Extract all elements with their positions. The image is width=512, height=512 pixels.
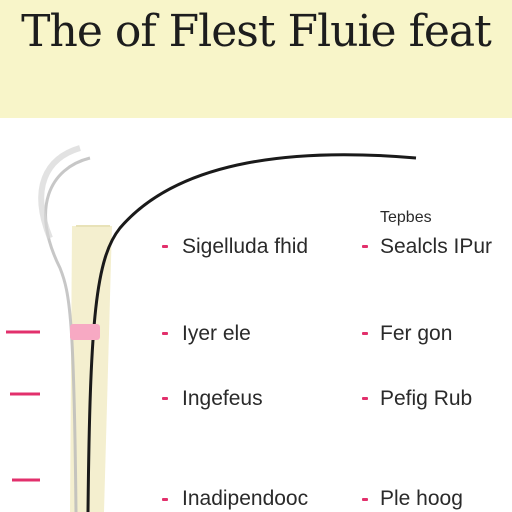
- bullet-icon: [362, 397, 368, 400]
- stem-curve: [86, 153, 417, 512]
- label-col1-row4: Inadipendooc: [182, 487, 309, 510]
- header-banner: The of Flest Fluie feat: [0, 0, 512, 118]
- page-title: The of Flest Fluie feat: [21, 6, 492, 57]
- label-col1-row2: Iyer ele: [182, 322, 251, 345]
- pink-collar: [70, 324, 100, 340]
- flute-diagram: Tepbes Sigelluda fhid Sealcls IPur Iyer …: [0, 118, 512, 512]
- bullet-icon: [162, 332, 168, 335]
- bullet-icon: [162, 397, 168, 400]
- label-col2-row3: Pefig Rub: [380, 387, 473, 410]
- label-col2-row4: Ple hoog: [380, 487, 463, 510]
- left-markers: [6, 330, 40, 482]
- bullet-icon: [162, 245, 168, 248]
- label-col2-row2: Fer gon: [380, 322, 453, 345]
- label-col2-row1: Sealcls IPur: [380, 235, 493, 258]
- label-col1-row1: Sigelluda fhid: [182, 235, 309, 258]
- top-right-label: Tepbes: [380, 209, 432, 226]
- bullet-icon: [362, 332, 368, 335]
- glass-highlight: [38, 145, 81, 240]
- glass-edge-left: [44, 156, 91, 512]
- bullet-icon: [362, 498, 368, 501]
- label-col1-row3: Ingefeus: [182, 387, 263, 410]
- bullet-icon: [162, 498, 168, 501]
- flute-illustration: [6, 145, 417, 512]
- bullet-icon: [362, 245, 368, 248]
